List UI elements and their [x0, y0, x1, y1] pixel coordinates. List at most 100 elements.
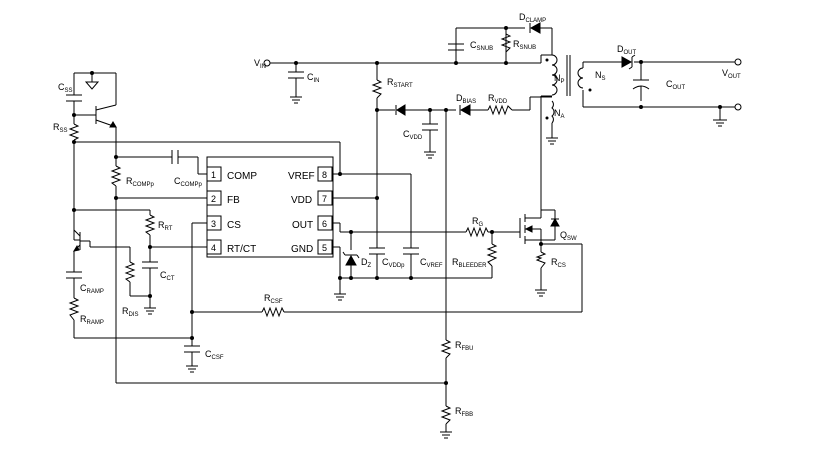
label-rrt: RRT — [158, 220, 173, 232]
capacitor-cvdd — [422, 123, 438, 159]
label-np: NP — [554, 73, 565, 85]
label-css: CSS — [58, 82, 73, 94]
svg-text:FB: FB — [227, 195, 240, 206]
ground-symbol — [546, 137, 558, 145]
svg-text:GND: GND — [291, 244, 313, 255]
label-rramp: RRAMP — [80, 314, 104, 326]
labels: VIN CIN CSS RSS RSTART CVDD DBIAS RVDD D… — [53, 12, 741, 418]
label-vout: VOUT — [722, 68, 741, 80]
label-qsw: QSW — [560, 230, 577, 242]
diode-dout — [621, 54, 636, 70]
resistor-rss — [68, 123, 80, 141]
ground-symbol — [186, 365, 198, 373]
transformer — [545, 54, 592, 124]
resistor-rstart — [371, 79, 383, 99]
label-rvdd: RVDD — [488, 93, 508, 105]
svg-text:VREF: VREF — [288, 171, 315, 182]
resistor-rcompp — [110, 165, 122, 187]
svg-text:2: 2 — [211, 194, 216, 204]
ground-symbol — [440, 431, 452, 439]
ic-body — [206, 156, 334, 258]
label-rbleeder: RBLEEDER — [452, 257, 487, 269]
junction-dots — [72, 26, 722, 385]
capacitor-cout — [632, 79, 650, 90]
capacitor-cct — [142, 261, 158, 269]
svg-text:7: 7 — [322, 194, 327, 204]
resistor-rramp — [68, 297, 80, 321]
label-vin: VIN — [254, 58, 266, 70]
label-cout: COUT — [666, 79, 686, 91]
label-ccompp: CCOMPp — [174, 176, 203, 188]
svg-text:4: 4 — [211, 243, 216, 253]
label-dclamp: DCLAMP — [519, 12, 546, 24]
svg-text:5: 5 — [322, 243, 327, 253]
ic-pin-4: 4 RT/CT — [206, 239, 256, 255]
label-rg: RG — [472, 216, 484, 228]
ground-symbol — [535, 282, 547, 297]
label-rstart: RSTART — [387, 77, 413, 89]
svg-text:CS: CS — [227, 220, 241, 231]
label-rss: RSS — [53, 122, 68, 134]
label-ns: NS — [595, 70, 606, 82]
ground-symbol — [424, 151, 436, 159]
resistor-rcsf — [261, 306, 285, 318]
label-dout: DOUT — [617, 44, 637, 56]
resistor-rcs — [535, 251, 547, 269]
resistor-rrt — [144, 214, 156, 236]
diode-dbias — [459, 104, 471, 116]
ground-symbol — [334, 293, 346, 301]
svg-text:3: 3 — [211, 219, 216, 229]
controller-ic: 1 COMP 2 FB 3 CS 4 RT/CT 8 VREF 7 VDD — [206, 156, 334, 258]
svg-text:COMP: COMP — [227, 171, 257, 182]
wires — [73, 27, 735, 432]
label-na: NA — [554, 108, 565, 120]
capacitor-csnub — [448, 43, 464, 51]
ground-symbol — [144, 307, 156, 315]
svg-text:RT/CT: RT/CT — [227, 244, 256, 255]
label-rcs: RCS — [551, 257, 566, 269]
capacitor-css — [66, 94, 82, 102]
label-rfbu: RFBU — [455, 340, 474, 352]
label-cvddp: CVDDp — [382, 257, 405, 269]
zener-dz — [342, 251, 360, 266]
label-cvdd: CVDD — [403, 129, 423, 141]
resistor-rvdd — [487, 104, 513, 116]
label-dbias: DBIAS — [456, 93, 476, 105]
ground-symbol — [713, 119, 727, 127]
label-csnub: CSNUB — [470, 40, 493, 52]
label-ccsf: CCSF — [205, 349, 224, 361]
mosfet-qsw — [519, 209, 560, 244]
label-rdis: RDIS — [122, 306, 139, 318]
resistor-rsnub — [500, 33, 512, 53]
svg-text:VDD: VDD — [291, 195, 312, 206]
label-cin: CIN — [307, 72, 320, 84]
label-rfbb: RFBB — [455, 406, 473, 418]
transistor-ramp — [72, 214, 91, 258]
label-dz: DZ — [361, 257, 372, 269]
capacitor-cin — [288, 71, 304, 104]
capacitor-cvref — [403, 247, 419, 255]
label-cramp: CRAMP — [80, 283, 104, 295]
return-terminal — [734, 103, 742, 111]
resistor-rbleeder — [486, 243, 498, 267]
svg-text:8: 8 — [322, 170, 327, 180]
label-rsnub: RSNUB — [513, 39, 536, 51]
transistor-ss — [95, 104, 117, 133]
diode-d-vdd — [395, 104, 406, 116]
svg-text:6: 6 — [322, 219, 327, 229]
label-cct: CCT — [160, 270, 175, 282]
label-cvref: CVREF — [420, 257, 443, 269]
vout-terminal — [734, 58, 742, 66]
resistor-rfbu — [440, 339, 452, 359]
resistor-rg — [465, 226, 489, 238]
resistor-rdis — [124, 261, 136, 283]
svg-text:OUT: OUT — [292, 220, 313, 231]
capacitor-cramp — [66, 271, 82, 279]
resistor-rfbb — [440, 405, 452, 425]
svg-text:1: 1 — [211, 170, 216, 180]
capacitor-ccsf — [184, 345, 200, 373]
label-rcsf: RCSF — [264, 293, 283, 305]
label-rcompp: RCOMPp — [126, 176, 155, 188]
ground-symbol — [290, 96, 302, 104]
